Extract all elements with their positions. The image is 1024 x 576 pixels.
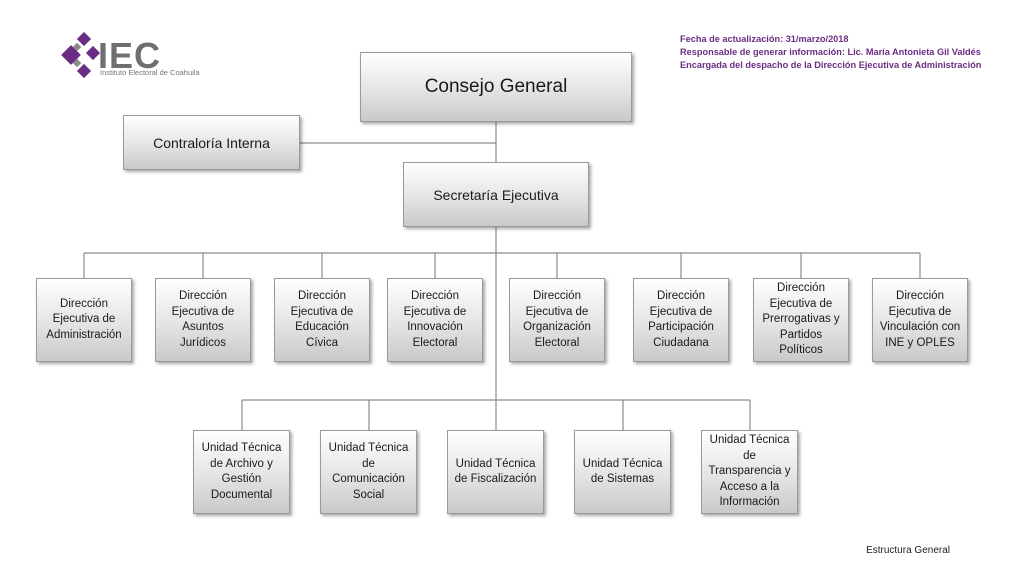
direccion-label: Dirección Ejecutiva de Vinculación con I… [879, 290, 961, 349]
secretaria-ejecutiva-box: Secretaría Ejecutiva [403, 162, 589, 227]
logo-subtitle: Instituto Electoral de Coahuila [100, 68, 200, 77]
direccion-label: Dirección Ejecutiva de Participación Ciu… [648, 290, 714, 349]
unidad-tecnica-box: Unidad Técnica de Archivo y Gestión Docu… [193, 430, 290, 514]
unidad-tecnica-label: Unidad Técnica de Archivo y Gestión Docu… [201, 442, 282, 501]
unidad-tecnica-label: Unidad Técnica de Fiscalización [454, 457, 537, 486]
responsible-role: Encargada del despacho de la Dirección E… [680, 60, 982, 70]
direccion-label: Dirección Ejecutiva de Educación Cívica [290, 290, 354, 349]
update-date: Fecha de actualización: 31/marzo/2018 [680, 34, 849, 44]
iec-logo-mark-icon [61, 32, 101, 79]
unidad-tecnica-box: Unidad Técnica de Transparencia y Acceso… [701, 430, 798, 514]
direccion-label: Dirección Ejecutiva de Asuntos Jurídicos [171, 290, 235, 349]
direccion-box: Dirección Ejecutiva de Vinculación con I… [872, 278, 968, 362]
unidad-tecnica-box: Unidad Técnica de Comunicación Social [320, 430, 417, 514]
direccion-box: Dirección Ejecutiva de Educación Cívica [274, 278, 370, 362]
direccion-box: Dirección Ejecutiva de Organización Elec… [509, 278, 605, 362]
direccion-label: Dirección Ejecutiva de Organización Elec… [523, 290, 591, 349]
direccion-box: Dirección Ejecutiva de Administración [36, 278, 132, 362]
unidad-tecnica-label: Unidad Técnica de Comunicación Social [328, 442, 409, 501]
direccion-box: Dirección Ejecutiva de Prerrogativas y P… [753, 278, 849, 362]
unidad-tecnica-label: Unidad Técnica de Sistemas [582, 457, 663, 486]
logo-text: IEC [98, 35, 162, 76]
direccion-label: Dirección Ejecutiva de Prerrogativas y P… [762, 282, 840, 357]
responsible-person: Responsable de generar información: Lic.… [680, 47, 981, 57]
direccion-label: Dirección Ejecutiva de Innovación Electo… [403, 290, 467, 349]
footer-caption: Estructura General [866, 545, 950, 556]
direccion-box: Dirección Ejecutiva de Innovación Electo… [387, 278, 483, 362]
unidad-tecnica-box: Unidad Técnica de Fiscalización [447, 430, 544, 514]
contraloria-interna-box: Contraloría Interna [123, 115, 300, 170]
unidad-tecnica-box: Unidad Técnica de Sistemas [574, 430, 671, 514]
consejo-general-label: Consejo General [424, 76, 568, 97]
secretaria-ejecutiva-label: Secretaría Ejecutiva [433, 186, 559, 203]
direccion-box: Dirección Ejecutiva de Asuntos Jurídicos [155, 278, 251, 362]
update-info: Fecha de actualización: 31/marzo/2018 Re… [680, 33, 981, 72]
consejo-general-box: Consejo General [360, 52, 632, 122]
unidad-tecnica-label: Unidad Técnica de Transparencia y Acceso… [708, 434, 791, 509]
direccion-label: Dirección Ejecutiva de Administración [46, 297, 122, 341]
contraloria-interna-label: Contraloría Interna [153, 134, 270, 151]
direccion-box: Dirección Ejecutiva de Participación Ciu… [633, 278, 729, 362]
